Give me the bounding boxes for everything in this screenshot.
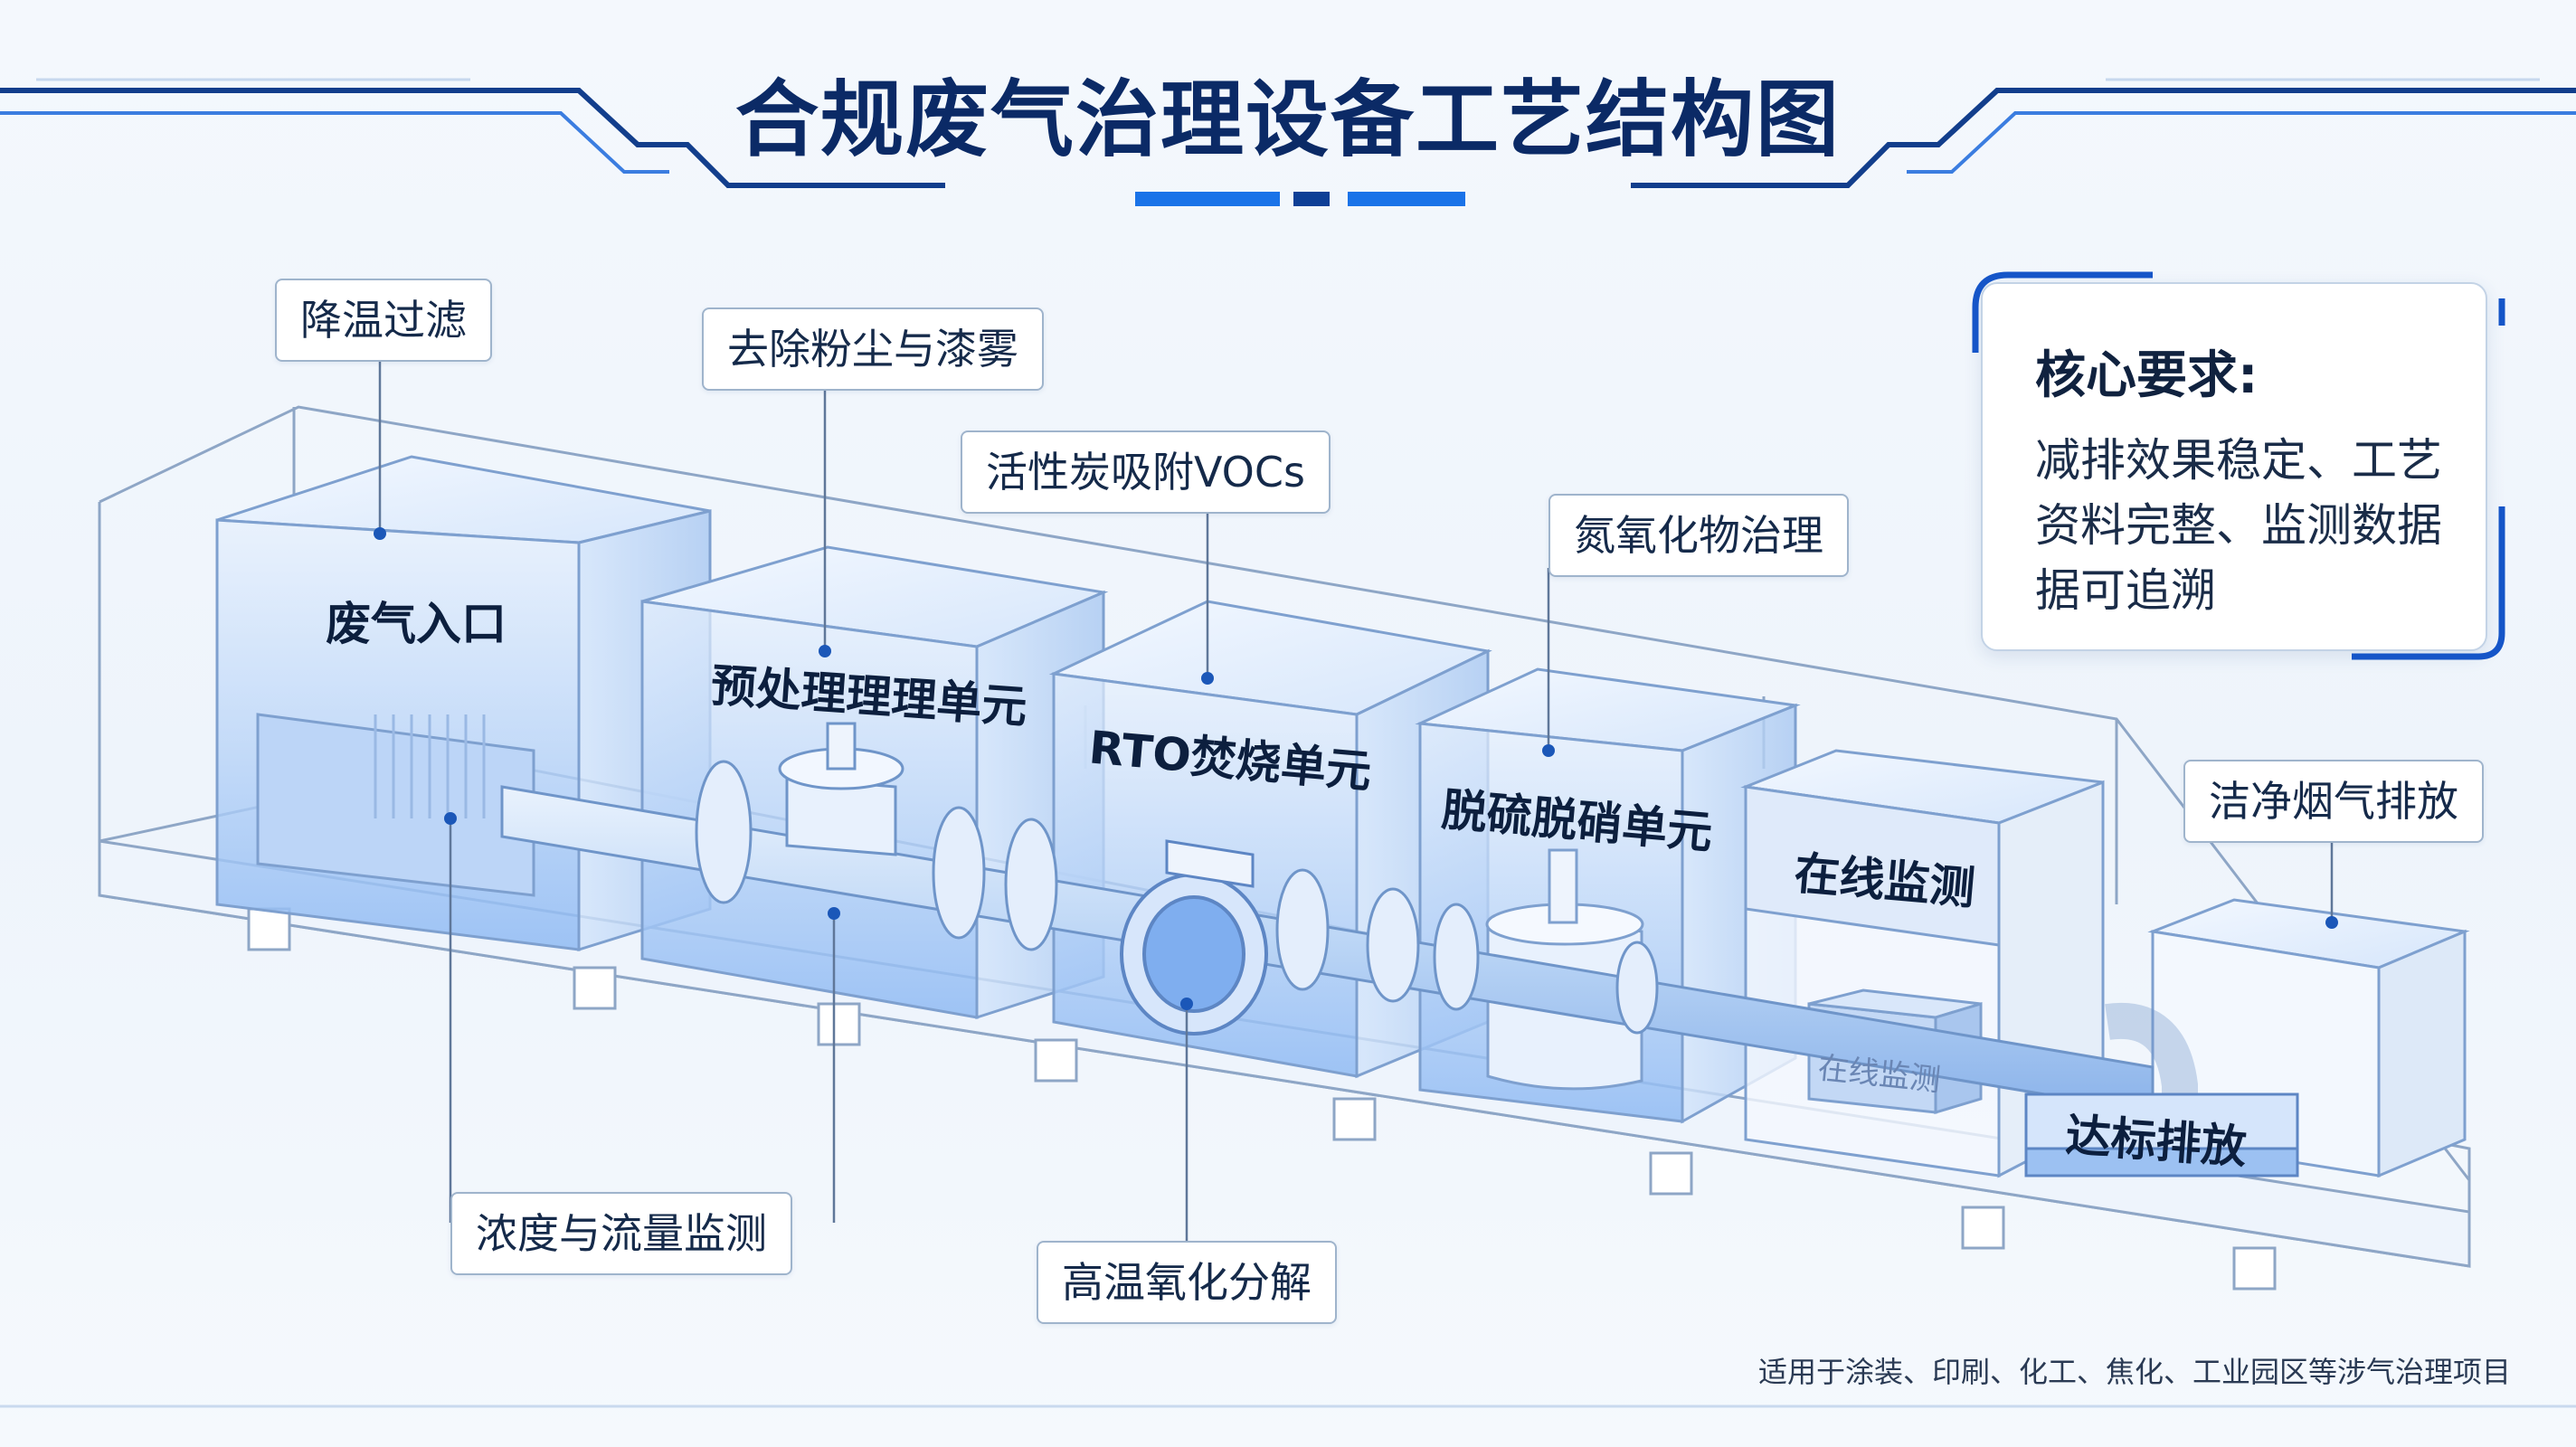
base-feet: [247, 907, 2277, 1291]
inlet-tank: [215, 455, 712, 952]
callout-activated-carbon: 活性炭吸附VOCs: [961, 430, 1331, 514]
callout-concentration-monitor: 浓度与流量监测: [450, 1192, 792, 1275]
leader-dots: [374, 527, 2338, 1010]
header-decoration: [0, 78, 2576, 206]
discharge-pad: [2024, 1092, 2299, 1177]
pretreatment-valve: [778, 722, 904, 856]
callout-nox-treatment: 氮氧化物治理: [1548, 494, 1849, 577]
callout-high-temp-oxidation: 高温氧化分解: [1037, 1241, 1337, 1324]
desulfurization-tank: [1415, 667, 1801, 1124]
core-requirements-card: 核心要求: 减排效果稳定、工艺资料完整、监测数据据可追溯: [1981, 282, 2487, 651]
rto-chamber: [1120, 839, 1268, 1036]
unit-label-compliant-discharge: 达标排放: [2063, 1109, 2249, 1174]
callout-dust-removal: 去除粉尘与漆雾: [702, 307, 1044, 391]
leader-lines: [378, 349, 2334, 1244]
callout-cooling-filter: 降温过滤: [275, 279, 492, 362]
duct-flanges: [695, 760, 1659, 1035]
core-requirements-title: 核心要求:: [2035, 346, 2259, 405]
core-card-accent: [1972, 271, 2505, 660]
core-requirements-body: 减排效果稳定、工艺资料完整、监测数据据可追溯: [2035, 434, 2442, 617]
unit-label-inlet: 废气入口: [326, 598, 507, 650]
page-title: 合规废气治理设备工艺结构图: [734, 71, 1841, 168]
footnote: 适用于涂装、印刷、化工、焦化、工业园区等涉气治理项目: [1758, 1355, 2512, 1389]
callout-clean-discharge: 洁净烟气排放: [2183, 760, 2484, 843]
